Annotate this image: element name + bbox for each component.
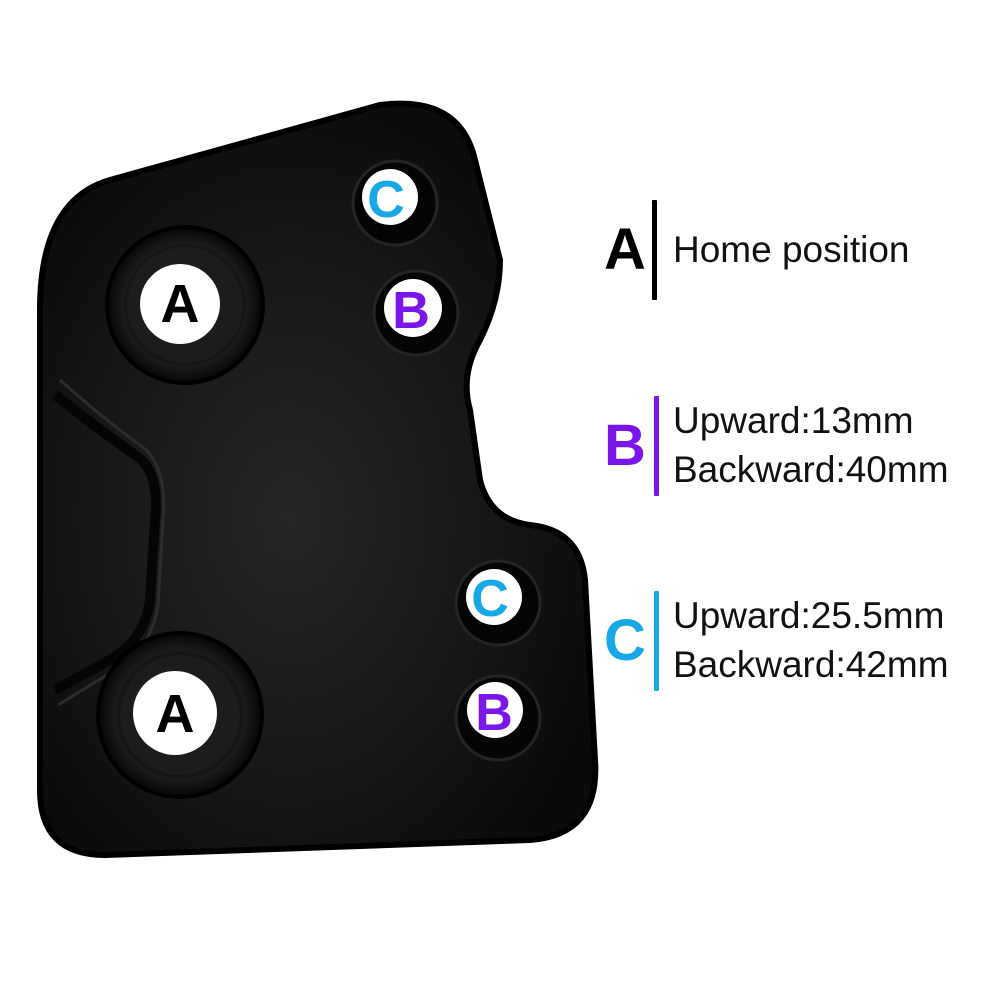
legend-c-backward: Backward:42mm bbox=[673, 644, 949, 685]
hole-label: C bbox=[367, 171, 405, 229]
legend-c-upward: Upward:25.5mm bbox=[673, 595, 945, 637]
legend-position-c: C Upward:25.5mm Backward:42mm bbox=[603, 590, 949, 692]
hole-b-bottom: B bbox=[454, 674, 542, 762]
legend-text-a: Home position bbox=[673, 226, 910, 275]
legend-divider-b bbox=[654, 396, 659, 496]
hole-label: B bbox=[475, 684, 513, 742]
legend-b-backward: Backward:40mm bbox=[673, 449, 949, 490]
legend-text-c: Upward:25.5mm Backward:42mm bbox=[673, 592, 949, 690]
legend-divider-a bbox=[652, 200, 657, 300]
legend-home-position: A Home position bbox=[600, 200, 910, 300]
hole-a-bottom: A bbox=[96, 631, 264, 799]
legend-position-b: B Upward:13mm Backward:40mm bbox=[603, 395, 949, 497]
legend-text-b: Upward:13mm Backward:40mm bbox=[673, 397, 949, 495]
hole-label: C bbox=[471, 570, 509, 628]
hole-c-top: C bbox=[351, 159, 439, 247]
legend-divider-c bbox=[654, 591, 659, 691]
hole-label: A bbox=[156, 684, 195, 744]
hole-c-bottom: C bbox=[454, 559, 542, 647]
legend-letter-c: C bbox=[604, 608, 646, 673]
plate-step-edge bbox=[51, 391, 161, 695]
legend-letter-a: A bbox=[604, 217, 646, 282]
legend-letter-b: B bbox=[604, 413, 646, 478]
hole-label: B bbox=[392, 282, 430, 340]
hole-label: A bbox=[161, 274, 200, 334]
hole-b-top: B bbox=[372, 269, 460, 357]
legend-a-line-1: Home position bbox=[673, 228, 910, 270]
hole-a-top: A bbox=[105, 225, 265, 385]
legend-b-upward: Upward:13mm bbox=[673, 400, 914, 442]
